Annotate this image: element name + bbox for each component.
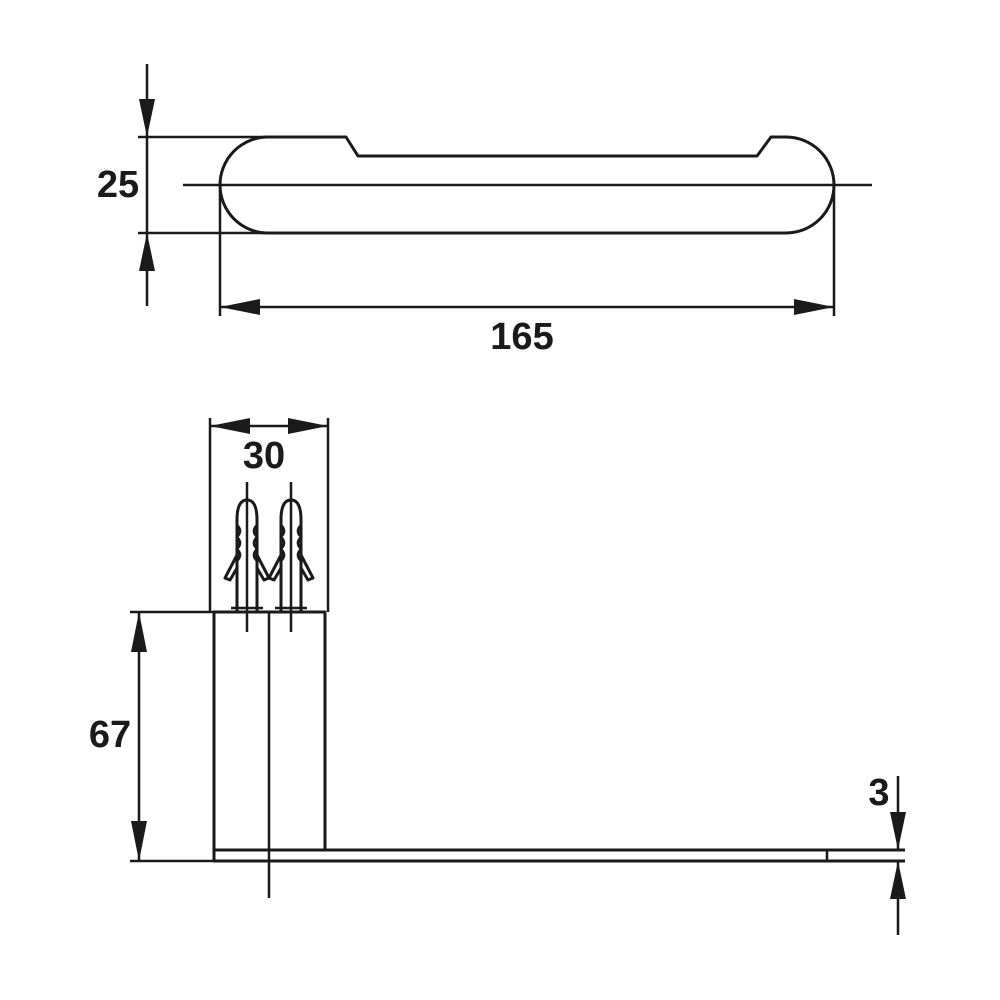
arrow-down-icon	[890, 812, 906, 850]
length-label: 165	[490, 316, 553, 358]
arrow-up-icon	[139, 233, 155, 271]
depth-dimension: 30	[208, 418, 330, 612]
arrow-right-icon	[288, 418, 328, 434]
arrow-up-icon	[131, 612, 147, 652]
thickness-dimension: 3	[868, 772, 906, 935]
height-label: 25	[97, 164, 139, 206]
arrow-down-icon	[139, 99, 155, 137]
arrow-left-icon	[210, 418, 250, 434]
side-view: 30 67 3	[89, 418, 906, 935]
plate-height-dimension: 67	[89, 610, 214, 863]
height-dimension: 25	[97, 64, 268, 306]
arrow-left-icon	[220, 299, 260, 315]
arm-outline	[212, 848, 905, 863]
wall-plug-icon	[223, 482, 271, 632]
arrow-down-icon	[131, 821, 147, 861]
depth-label: 30	[243, 435, 285, 477]
handle-outline	[218, 135, 836, 235]
length-dimension: 165	[218, 190, 836, 358]
plate-height-label: 67	[89, 714, 131, 756]
thickness-label: 3	[868, 772, 889, 814]
arrow-up-icon	[890, 861, 906, 899]
arrow-right-icon	[794, 299, 834, 315]
top-view: 25 165	[97, 64, 872, 358]
wall-plug-icon	[267, 482, 315, 632]
